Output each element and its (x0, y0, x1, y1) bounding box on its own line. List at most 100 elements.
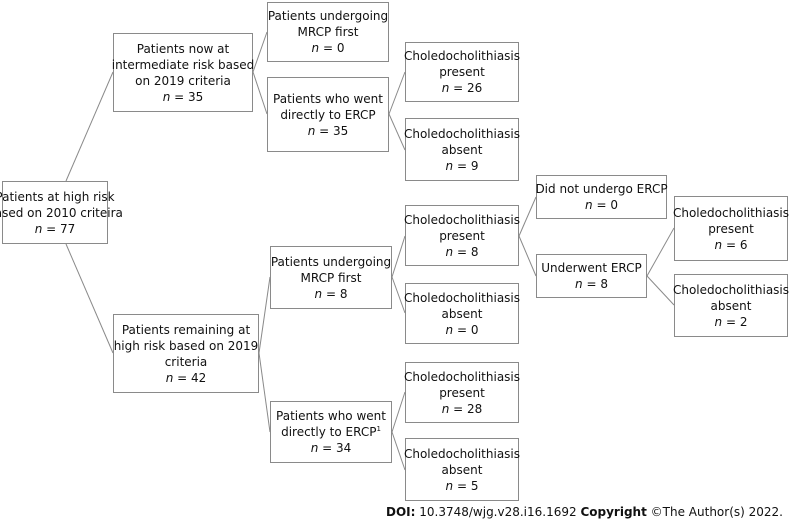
node-label-line: high risk based on 2019 (113, 338, 259, 353)
node-label-line: MRCP first (297, 25, 359, 39)
n-symbol: n (445, 478, 454, 493)
edge-int-ercp-absent (388, 113, 406, 151)
n-value: 35 (333, 123, 349, 138)
edge-root-high (65, 243, 114, 354)
node-count: n = 42 (166, 370, 207, 386)
node-count: n = 9 (446, 158, 479, 174)
edge-ercp-absent (646, 275, 675, 306)
node-label-line: based on 2010 criteira (0, 205, 123, 220)
node-label-line: present (439, 385, 485, 400)
n-symbol: n (441, 81, 450, 95)
node-label-line: absent (710, 298, 752, 313)
n-symbol: n (310, 441, 319, 455)
node-label-line: Patients now at (136, 41, 230, 56)
node-label-line: on 2019 criteria (135, 73, 231, 88)
n-value: 8 (339, 286, 348, 301)
n-value: 2 (739, 314, 748, 329)
doi-label: DOI: (385, 505, 416, 519)
node-label-line: Choledocholithiasis (403, 126, 521, 141)
n-symbol: n (311, 41, 320, 55)
n-value: 42 (191, 370, 207, 385)
n-symbol: n (714, 237, 723, 252)
node-count: n = 26 (442, 80, 483, 96)
node-count: n = 6 (715, 237, 748, 253)
node-count: n = 0 (585, 197, 618, 213)
node-label-line: Choledocholithiasis (403, 290, 521, 305)
n-symbol: n (441, 401, 450, 416)
edge-high-mrcp-absent (391, 276, 406, 314)
n-value: 0 (610, 198, 618, 212)
footnote-marker: 1 (376, 425, 381, 433)
n-value: 9 (470, 158, 479, 173)
n-symbol: n (165, 370, 174, 385)
equals-sign: = (453, 322, 471, 337)
n-symbol: n (34, 221, 43, 236)
n-value: 8 (600, 277, 608, 291)
edge-high-mrcp (258, 276, 271, 354)
edge-high-ercp-absent (391, 431, 406, 471)
edge-int-ercp-present (388, 71, 406, 115)
node-label-line: absent (441, 306, 483, 321)
node-label-line: Patients undergoing (270, 254, 392, 269)
node-count: n = 0 (312, 40, 345, 56)
node-count: n = 34 (311, 440, 352, 456)
node-label-line: present (708, 221, 754, 236)
equals-sign: = (319, 41, 337, 55)
copyright-label: Copyright (580, 505, 647, 519)
node-label-line: Did not undergo ERCP (535, 182, 668, 196)
equals-sign: = (318, 441, 336, 455)
node-label-line: absent (441, 142, 483, 157)
node-label-line: directly to ERCP1 (281, 425, 381, 439)
equals-sign: = (453, 244, 471, 259)
edge-high-mrcp-present (391, 235, 406, 278)
n-symbol: n (575, 277, 583, 291)
edge-int-mrcp (252, 31, 268, 73)
node-label-line: directly to ERCP (280, 107, 376, 122)
n-symbol: n (307, 123, 316, 138)
node-label-line: intermediate risk based (111, 57, 255, 72)
n-value: 77 (60, 221, 76, 236)
edge-present-ercp (518, 235, 537, 277)
node-count: n = 28 (442, 401, 483, 417)
equals-sign: = (42, 221, 60, 236)
edge-present-noercp (518, 196, 537, 237)
node-label-line: absent (441, 462, 483, 477)
node-label-line: Patients who went (273, 91, 383, 106)
n-value: 8 (470, 244, 479, 259)
n-symbol: n (445, 158, 454, 173)
equals-sign: = (322, 286, 340, 301)
equals-sign: = (722, 237, 740, 252)
equals-sign: = (453, 478, 471, 493)
equals-sign: = (453, 158, 471, 173)
n-symbol: n (162, 89, 171, 104)
edge-high-ercp (258, 352, 271, 433)
node-underwent-ercp: Underwent ERCP n = 8 (536, 254, 647, 298)
equals-sign: = (449, 401, 467, 416)
equals-sign: = (582, 277, 601, 291)
n-value: 6 (739, 237, 748, 252)
equals-sign: = (170, 89, 188, 104)
n-symbol: n (714, 314, 723, 329)
node-label-line: Choledocholithiasis (672, 282, 790, 297)
node-label-line: Underwent ERCP (541, 261, 642, 275)
n-value: 35 (188, 89, 204, 104)
node-count: n = 2 (715, 314, 748, 330)
equals-sign: = (592, 198, 611, 212)
node-label-line: Patients at high risk (0, 189, 115, 204)
equals-sign: = (449, 81, 467, 95)
node-count: n = 35 (163, 89, 204, 105)
edge-root-intermediate (65, 71, 114, 182)
node-count: n = 8 (315, 286, 348, 302)
